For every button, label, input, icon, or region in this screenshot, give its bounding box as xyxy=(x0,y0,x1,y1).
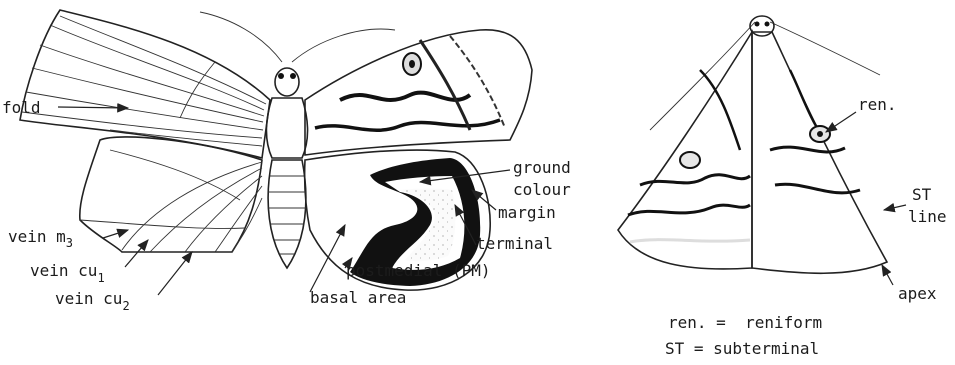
label-fold: fold xyxy=(2,98,41,117)
label-postmedial: postmedial (PM) xyxy=(346,261,491,280)
right-forewing xyxy=(305,30,532,155)
apex-arrow xyxy=(882,265,893,285)
label-vein-cu2: vein cu2 xyxy=(55,289,130,313)
left-antenna xyxy=(200,12,282,62)
ren-arrow xyxy=(826,112,856,132)
st-line-arrow xyxy=(884,205,906,210)
left-forewing xyxy=(20,10,270,158)
label-margin: margin xyxy=(498,203,556,222)
label-terminal: terminal xyxy=(476,234,553,253)
label-ground-2: colour xyxy=(513,180,571,199)
resting-head xyxy=(750,16,774,36)
label-vein-m: vein m3 xyxy=(8,227,73,250)
label-st-1: ST xyxy=(912,185,932,204)
vein-cu2-arrow xyxy=(158,252,192,295)
basal-arrow xyxy=(310,225,345,292)
moth-body xyxy=(266,68,307,268)
label-apex: apex xyxy=(898,284,937,303)
resting-left-wing xyxy=(618,32,752,269)
thorax xyxy=(266,98,307,158)
resting-right-antenna xyxy=(770,22,880,75)
resting-moth xyxy=(618,16,906,285)
right-antenna xyxy=(292,29,395,62)
label-basal: basal area xyxy=(310,288,406,307)
label-ground-1: ground xyxy=(513,158,571,177)
legend-reniform: ren. = reniform xyxy=(668,313,822,332)
head xyxy=(275,68,299,96)
vein-cu1-arrow xyxy=(125,240,148,267)
label-st-2: line xyxy=(908,207,947,226)
label-ren: ren. xyxy=(858,95,897,114)
spread-moth xyxy=(20,10,532,295)
resting-left-antenna xyxy=(650,22,755,130)
label-vein-cu1: vein cu1 xyxy=(30,261,105,285)
legend-subterminal: ST = subterminal xyxy=(665,339,819,358)
vein-m-arrow xyxy=(103,230,128,238)
left-hindwing xyxy=(80,137,262,252)
